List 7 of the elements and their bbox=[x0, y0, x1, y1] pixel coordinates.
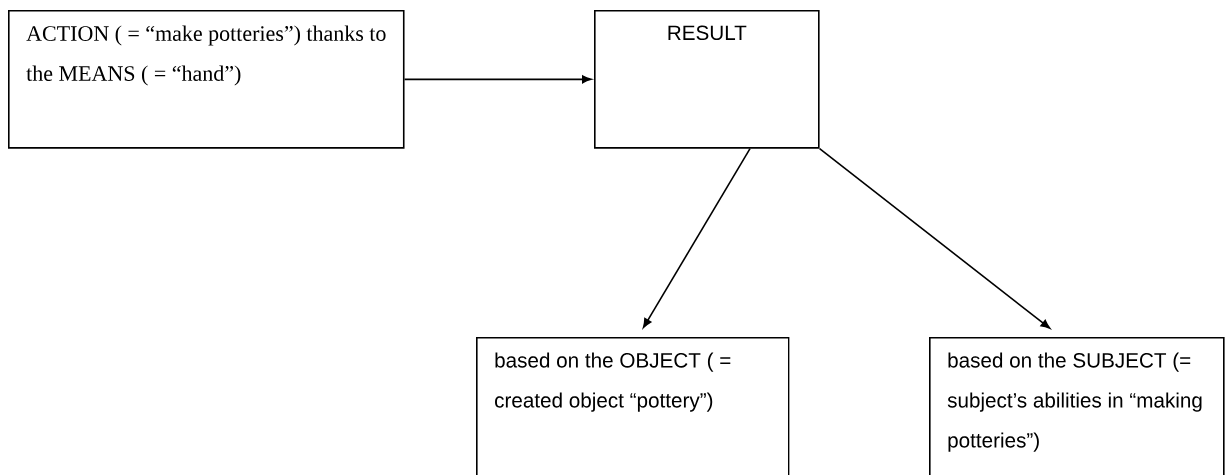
text-box: based on the SUBJECT (= subject’s abilities in “making potteries”) bbox=[929, 337, 1225, 475]
arrow bbox=[403, 75, 592, 84]
arrow bbox=[642, 147, 751, 329]
arrow bbox=[818, 147, 1051, 329]
text-box: based on the OBJECT ( = created object “pottery”) bbox=[476, 337, 790, 475]
text-box: ACTION ( = “make potteries”) thanks to the MEANS ( = “hand”) bbox=[8, 10, 405, 149]
text-box: RESULT bbox=[594, 10, 820, 149]
